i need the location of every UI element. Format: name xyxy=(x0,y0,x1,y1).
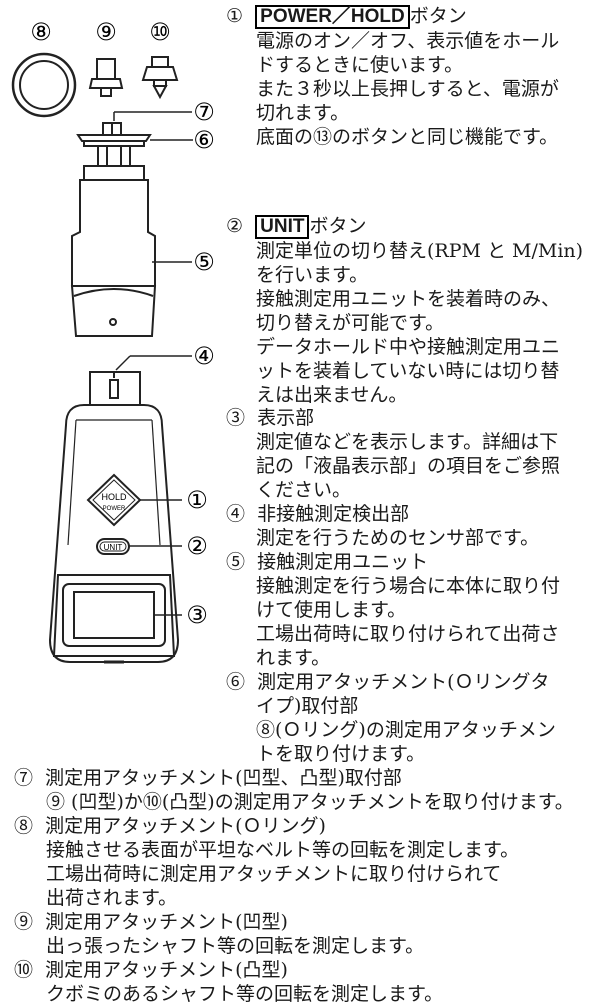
unit-text: UNIT xyxy=(104,543,123,552)
item-6-line: トを取り付けます。 xyxy=(256,743,426,765)
figure-label-2: ② xyxy=(186,532,208,560)
unit-button-figure xyxy=(96,538,130,555)
item-9-line: 出っ張ったシャフト等の回転を測定します。 xyxy=(46,935,425,957)
item-6-title-line: 測定用アタッチメント(Ｏリングタ xyxy=(257,671,550,693)
item-3-title: 表示部 xyxy=(257,407,315,429)
item-5-line: 接触測定を行う場合に本体に取り付 xyxy=(256,575,561,597)
item-4-number: ④ xyxy=(226,503,246,525)
item-8-number: ⑧ xyxy=(14,815,34,837)
sensor-4 xyxy=(89,371,141,406)
item-1-line: ドするときに使います。 xyxy=(256,54,464,76)
item-5-line: けて使用します。 xyxy=(256,599,407,621)
item-1-number: ① xyxy=(226,5,244,27)
figure-label-4: ④ xyxy=(193,342,215,370)
unit-button-label: UNIT xyxy=(255,215,310,239)
item-3-line: 記の「液晶表示部」の項目をご参照 xyxy=(256,455,561,477)
figure-label-1: ① xyxy=(186,486,208,514)
item-7: ⑦ 測定用アタッチメント(凹型、凸型)取付部 ⑨ (凹型)か⑩(凸型)の測定用ア… xyxy=(14,766,574,814)
contact-unit-5 xyxy=(70,165,157,337)
item-3-line: ください。 xyxy=(256,479,352,501)
item-10: ⑩ 測定用アタッチメント(凸型) クボミのあるシャフト等の回転を測定します。 xyxy=(14,958,443,1006)
item-2-title-suffix: ボタン xyxy=(309,215,367,237)
item-6-number: ⑥ xyxy=(226,671,246,693)
item-1-line: 底面の⑬のボタンと同じ機能です。 xyxy=(256,126,559,148)
item-5-line: れます。 xyxy=(256,647,331,669)
item-2-number: ② xyxy=(226,215,244,237)
item-2-line: えは出来ません。 xyxy=(256,384,408,406)
item-2-line: を行います。 xyxy=(256,264,369,286)
item-2-line: 測定単位の切り替え(RPM と M/Min) xyxy=(256,240,584,262)
item-6: ⑥ 測定用アタッチメント(Ｏリングタ イプ)取付部 ⑧(Ｏリング)の測定用アタッ… xyxy=(226,670,556,766)
device-body xyxy=(48,404,180,664)
item-1-line: 切れます。 xyxy=(256,102,350,124)
figure-label-9: ⑨ xyxy=(95,18,117,46)
item-3: ③ 表示部 測定値などを表示します。詳細は下 記の「液晶表示部」の項目をご参照 … xyxy=(226,406,560,502)
item-2-line: データホールド中や接触測定用ユニ xyxy=(256,336,561,358)
power-hold-button-label: POWER／HOLD xyxy=(255,5,410,29)
device-figure: ⑧ ⑨ ⑩ ⑦ ⑥ ⑤ xyxy=(11,18,215,664)
item-7-title: 測定用アタッチメント(凹型、凸型)取付部 xyxy=(45,767,402,789)
figure-label-5: ⑤ xyxy=(193,248,215,276)
item-3-line: 測定値などを表示します。詳細は下 xyxy=(256,431,559,453)
hold-text: HOLD xyxy=(101,492,127,502)
item-1-line: また３秒以上長押しすると、電源が xyxy=(256,78,559,100)
figure-label-3: ③ xyxy=(186,601,208,629)
item-6-line: ⑧(Ｏリング)の測定用アタッチメン xyxy=(256,719,556,741)
figure-label-10: ⑩ xyxy=(149,18,171,46)
item-8-line: 工場出荷時に測定用アタッチメントに取り付けられて xyxy=(46,863,502,885)
item-4: ④ 非接触測定検出部 測定を行うためのセンサ部です。 xyxy=(226,502,539,550)
figure-label-6: ⑥ xyxy=(193,126,215,154)
item-3-number: ③ xyxy=(226,407,246,429)
attachment-mount-7 xyxy=(102,122,122,136)
item-5-title: 接触測定用ユニット xyxy=(257,551,429,573)
item-10-number: ⑩ xyxy=(14,959,34,981)
item-10-line: クボミのあるシャフト等の回転を測定します。 xyxy=(46,983,444,1005)
item-5: ⑤ 接触測定用ユニット 接触測定を行う場合に本体に取り付 けて使用します。 工場… xyxy=(226,550,560,670)
figure-label-8: ⑧ xyxy=(30,18,52,46)
item-9-number: ⑨ xyxy=(14,911,34,933)
item-2-line: 切り替えが可能です。 xyxy=(256,312,445,334)
item-9-title: 測定用アタッチメント(凹型) xyxy=(45,911,288,933)
power-text: POWER xyxy=(103,506,126,512)
item-10-title: 測定用アタッチメント(凸型) xyxy=(45,959,288,981)
item-8: ⑧ 測定用アタッチメント(Ｏリング) 接触させる表面が平坦なベルト等の回転を測定… xyxy=(14,814,519,910)
item-1-title-suffix: ボタン xyxy=(409,5,467,27)
convex-attachment xyxy=(141,56,179,100)
hold-power-button-figure xyxy=(86,473,142,527)
item-7-line: ⑨ (凹型)か⑩(凸型)の測定用アタッチメントを取り付けます。 xyxy=(46,791,574,813)
item-1-line: 電源のオン／オフ、表示値をホール xyxy=(256,30,560,52)
item-4-line: 測定を行うためのセンサ部です。 xyxy=(256,527,540,549)
item-5-number: ⑤ xyxy=(226,551,246,573)
item-2-line: 接触測定用ユニットを装着時のみ、 xyxy=(256,288,561,310)
item-2-line: ットを装着していない時には切り替 xyxy=(256,360,560,382)
o-ring-mount-6 xyxy=(76,134,152,167)
figure-label-7: ⑦ xyxy=(193,98,215,126)
item-8-line: 接触させる表面が平坦なベルト等の回転を測定します。 xyxy=(46,839,520,861)
o-ring-attachment xyxy=(11,52,77,118)
item-4-title: 非接触測定検出部 xyxy=(257,503,410,525)
item-9: ⑨ 測定用アタッチメント(凹型) 出っ張ったシャフト等の回転を測定します。 xyxy=(14,910,424,958)
item-6-title-line: イプ)取付部 xyxy=(256,695,359,717)
item-8-title: 測定用アタッチメント(Ｏリング) xyxy=(45,815,326,837)
concave-attachment xyxy=(88,58,124,97)
item-7-number: ⑦ xyxy=(14,767,34,789)
item-5-line: 工場出荷時に取り付けられて出荷さ xyxy=(256,623,560,645)
item-8-line: 出荷されます。 xyxy=(46,887,178,909)
